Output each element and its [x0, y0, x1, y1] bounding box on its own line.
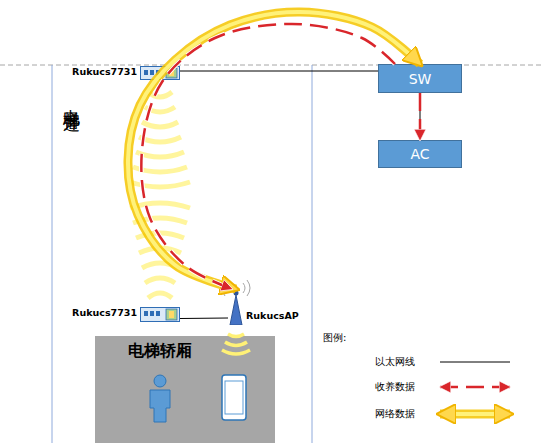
device-outline — [140, 307, 180, 322]
device-label: RukucsAP — [246, 310, 299, 321]
radio-wave — [145, 278, 175, 283]
radio-wave — [133, 218, 187, 223]
bridge-device: Rukucs7731 — [140, 66, 180, 80]
antenna-outline — [228, 289, 244, 325]
coverage-wave — [225, 342, 247, 346]
radio-wave — [136, 233, 184, 238]
coverage-wave — [222, 350, 250, 354]
dash-outline — [440, 385, 510, 390]
radio-wave — [222, 280, 225, 296]
shaft-wall — [312, 65, 313, 443]
device-label: Rukucs7731 — [72, 66, 137, 77]
device-label: Rukucs7731 — [72, 307, 137, 318]
dash-outline — [141, 24, 395, 289]
network-data-band — [128, 12, 420, 289]
legend-text: 收养数据 — [375, 380, 415, 394]
ap-coverage-waves — [222, 334, 250, 354]
coverage-wave — [228, 334, 244, 337]
device-case — [141, 308, 180, 322]
legend-text: 网络数据 — [375, 407, 415, 421]
phone-screen — [225, 381, 243, 414]
antenna-mast — [230, 295, 242, 325]
radio-wave — [130, 182, 190, 187]
wireless-waves — [130, 92, 190, 298]
radio-wave — [136, 152, 184, 157]
shaft-label: 电梯井道 — [61, 96, 84, 104]
device-port — [156, 70, 160, 75]
device-led — [169, 311, 174, 318]
area-title: 电梯轿厢 — [128, 341, 192, 362]
device-port — [150, 70, 154, 75]
radio-wave — [130, 203, 190, 208]
radio-wave — [139, 248, 181, 253]
box-label: SW — [379, 65, 461, 92]
shaft-wall — [52, 65, 53, 443]
radio-wave — [142, 122, 178, 127]
device-case — [141, 67, 180, 80]
network-data-line — [440, 412, 510, 416]
legend-title: 图例: — [323, 331, 346, 345]
dash-outline — [418, 93, 423, 140]
ethernet-line — [180, 71, 378, 72]
phone-body — [222, 375, 246, 420]
control-data-arrow — [141, 24, 395, 289]
legend-sample — [440, 362, 510, 363]
antenna-tip — [234, 291, 239, 296]
radio-wave — [145, 107, 175, 112]
person-head — [154, 375, 166, 387]
radio-wave — [133, 167, 187, 172]
ap-radio-waves — [222, 280, 250, 296]
legend-sample — [440, 387, 510, 388]
device-outline — [140, 66, 180, 80]
ethernet-line — [440, 362, 510, 363]
control-data-line — [419, 93, 422, 140]
radio-wave — [142, 263, 178, 268]
device-port — [156, 311, 160, 316]
access-point-antenna: RukucsAP — [228, 289, 244, 325]
person-icon — [150, 375, 170, 422]
elevator-car: 电梯轿厢 — [95, 336, 275, 443]
legend-sample — [440, 414, 510, 415]
ethernet-connector — [180, 71, 378, 72]
network-data-band — [440, 410, 510, 419]
network-data-line — [128, 12, 420, 289]
device-port — [144, 311, 148, 316]
ethernet-line — [420, 93, 421, 140]
radio-wave — [139, 137, 181, 142]
radio-wave — [247, 280, 250, 296]
network-data-arrow — [128, 12, 420, 289]
radio-wave — [148, 92, 172, 97]
device-port — [150, 311, 154, 316]
control-data-line — [440, 386, 510, 389]
device-port — [144, 70, 148, 75]
bridge-device: Rukucs7731 — [140, 307, 180, 322]
ethernet-line — [180, 318, 228, 320]
device-panel — [166, 309, 177, 320]
device-led — [169, 70, 174, 76]
phone-icon — [222, 375, 246, 420]
network-box: AC — [378, 140, 462, 168]
network-box: SW — [378, 64, 462, 93]
box-label: AC — [379, 141, 461, 167]
ethernet-connector — [180, 318, 228, 320]
person-body — [150, 390, 170, 422]
control-data-line — [141, 24, 395, 289]
radio-wave — [243, 283, 245, 293]
device-panel — [166, 68, 177, 78]
radio-wave — [227, 283, 229, 293]
legend-text: 以太网线 — [375, 355, 415, 369]
radio-wave — [148, 293, 172, 298]
ethernet-connector — [420, 93, 421, 140]
